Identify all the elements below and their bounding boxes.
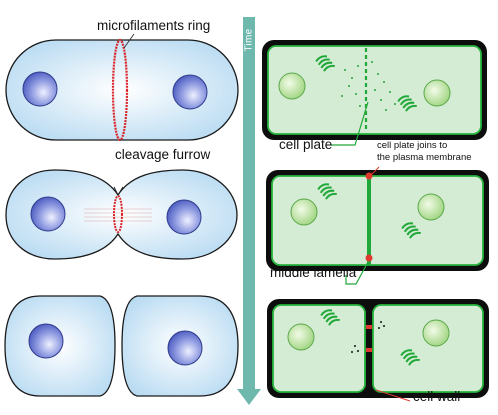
vesicles bbox=[341, 61, 396, 111]
microfilaments-ring-label: microfilaments ring bbox=[97, 18, 211, 33]
contracting-ring bbox=[113, 195, 123, 233]
plant-cell-stage2 bbox=[266, 170, 489, 271]
plant-cell-stage3 bbox=[267, 299, 489, 398]
time-arrow bbox=[237, 17, 261, 405]
join-point-top bbox=[365, 172, 373, 180]
join-point-bottom bbox=[365, 254, 373, 262]
middle-lamella-label: middle lamella bbox=[270, 265, 357, 280]
cell-plate-joins-label-line2: the plasma membrane bbox=[377, 152, 472, 163]
time-axis-label: Time bbox=[243, 28, 255, 52]
cell-plate-pointer bbox=[330, 101, 369, 146]
animal-cell-stage3 bbox=[4, 295, 239, 397]
nucleus-right bbox=[172, 74, 208, 110]
cell-wall-label: cell wall bbox=[413, 389, 461, 404]
animal-cell-stage1 bbox=[5, 38, 239, 142]
nucleus-left bbox=[22, 71, 58, 107]
furrow-pointer bbox=[113, 186, 124, 197]
plant-cell-stage1 bbox=[262, 40, 487, 140]
callout-lines bbox=[123, 33, 411, 402]
middle-lamella-pointer bbox=[345, 261, 369, 285]
plasmodesmata bbox=[366, 325, 372, 352]
cell-plate-joins-label-line1: cell plate joins to bbox=[377, 140, 448, 151]
animal-cell-stage2 bbox=[5, 169, 238, 260]
cell-plate-label: cell plate bbox=[279, 137, 333, 152]
cell-wall-pointer bbox=[375, 389, 411, 402]
join-pointer bbox=[370, 166, 380, 176]
microfilaments-ring bbox=[111, 38, 129, 142]
cleavage-furrow-label: cleavage furrow bbox=[115, 147, 211, 162]
